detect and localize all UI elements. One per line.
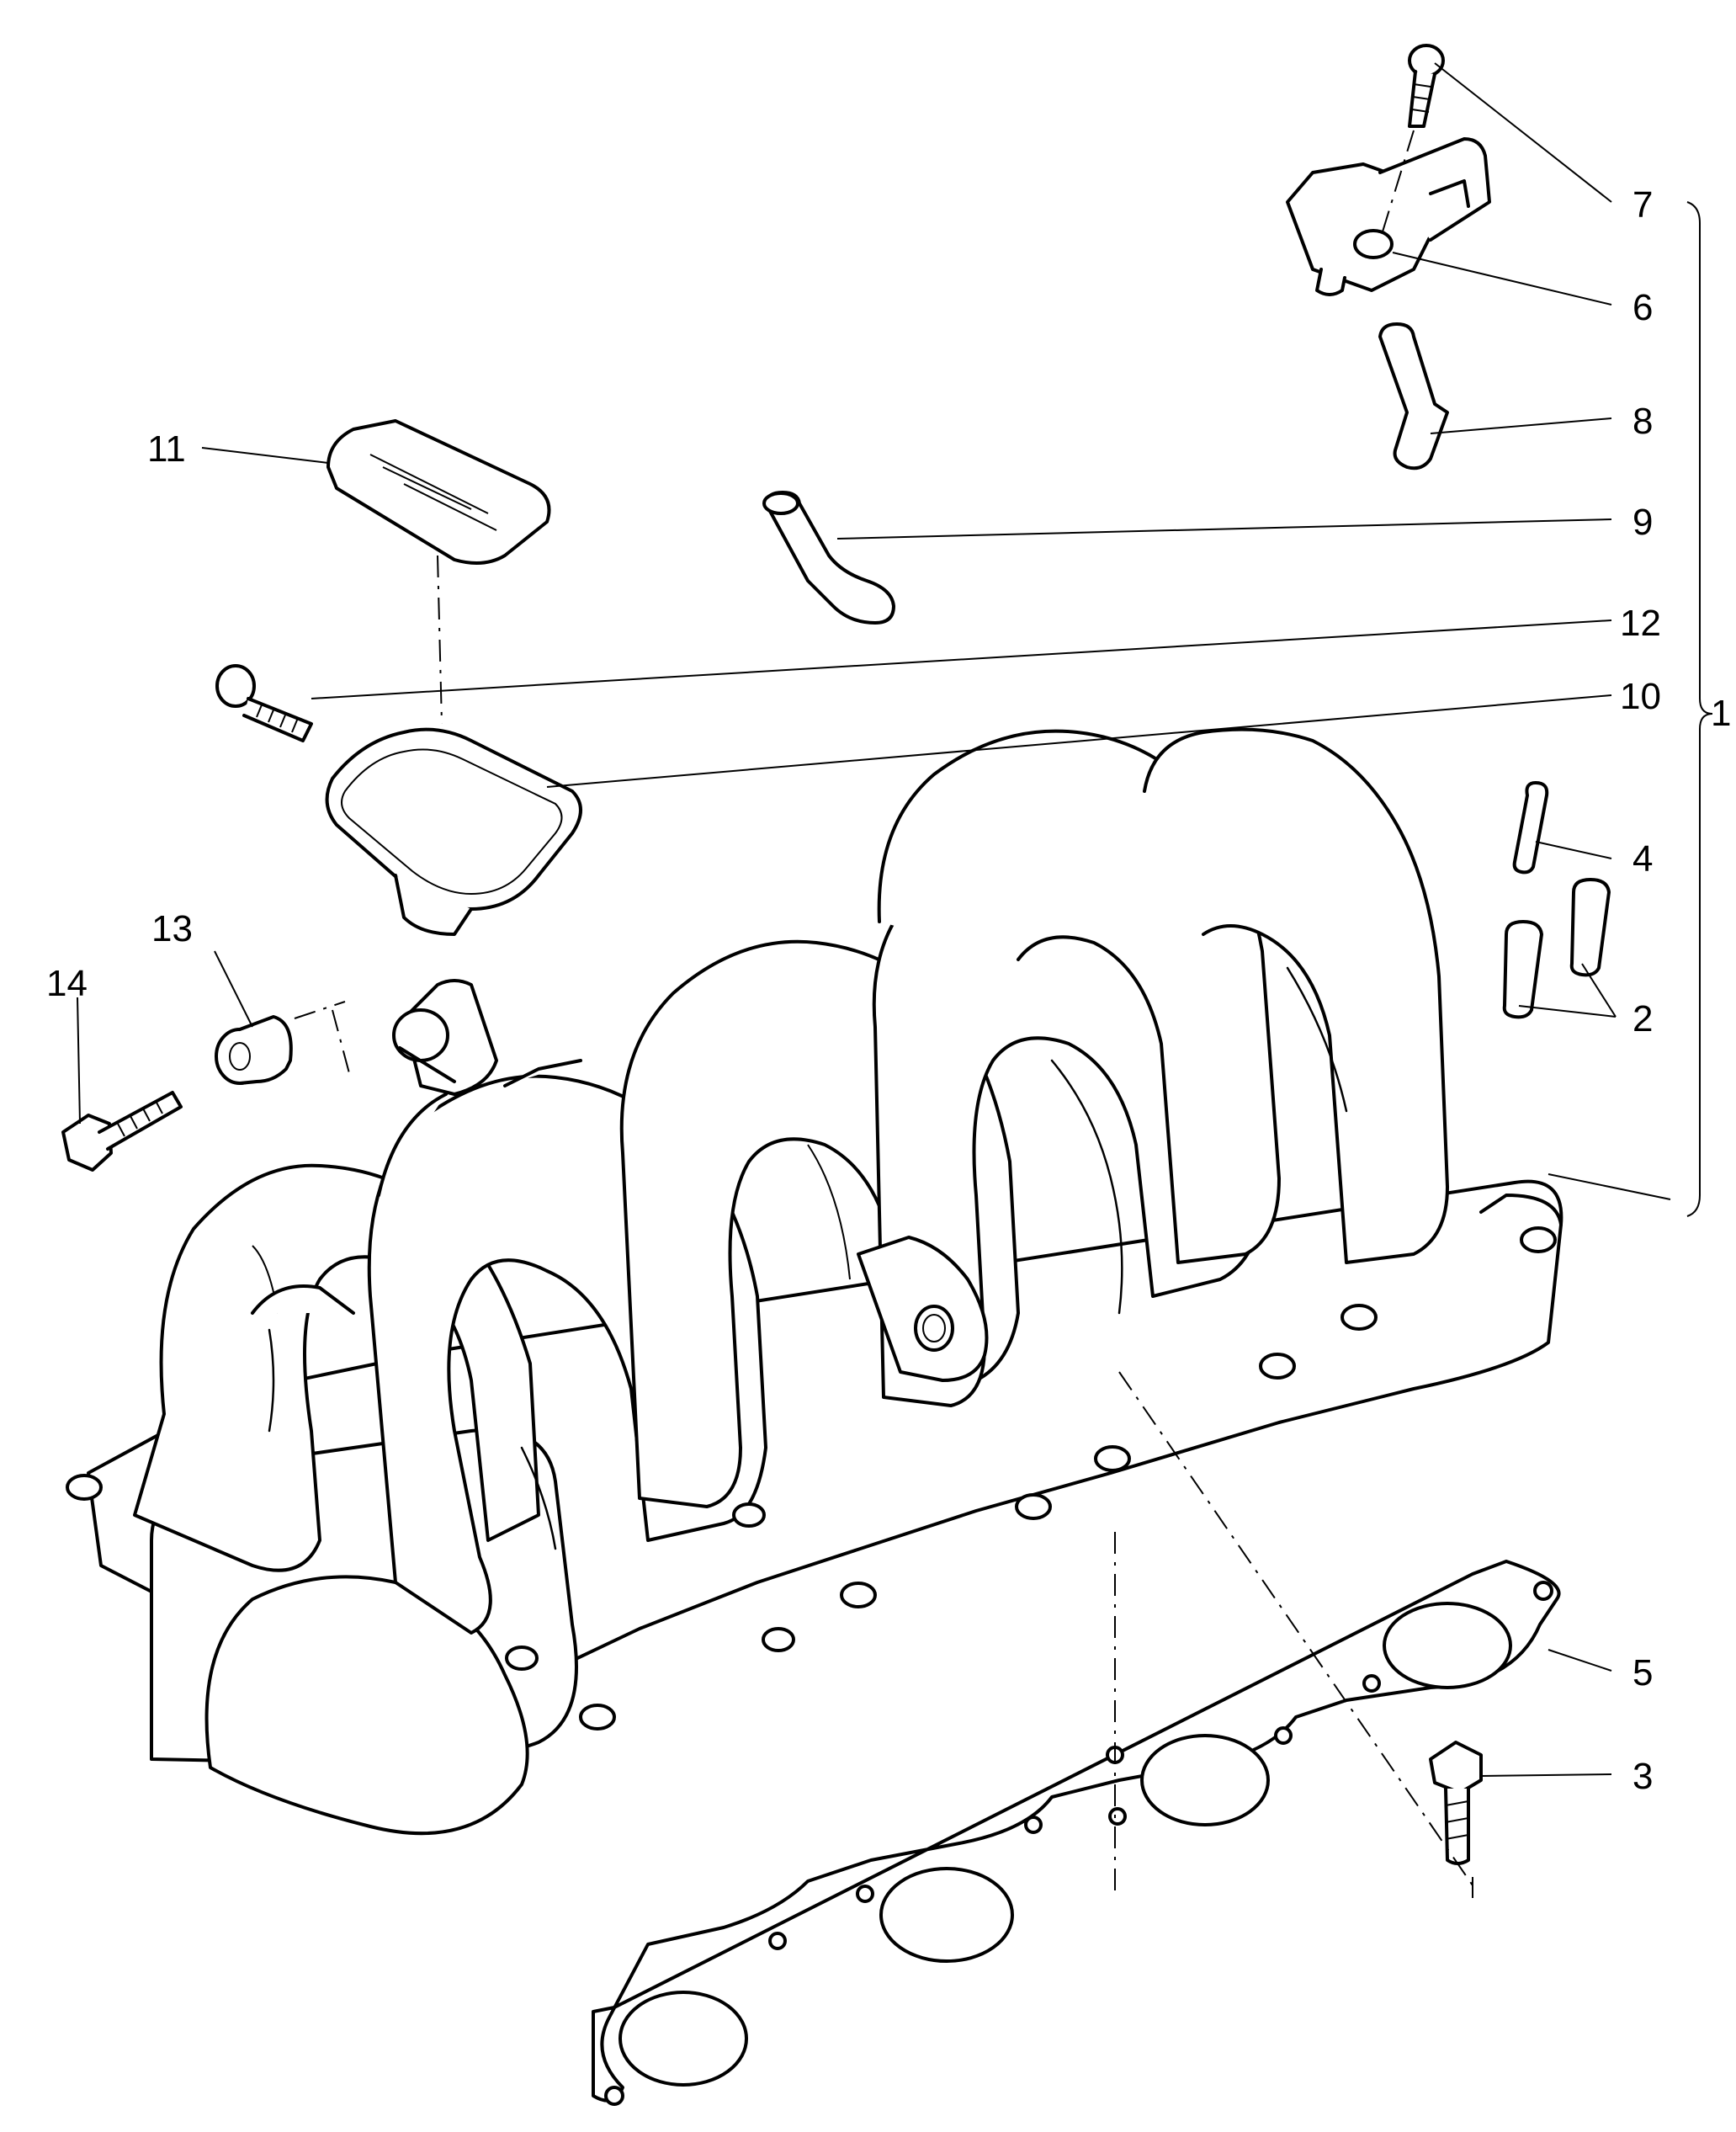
map-sensor-6 — [1286, 137, 1491, 296]
callout-13: 13 — [151, 908, 193, 949]
bolt-3 — [1429, 1741, 1483, 1865]
callout-7: 7 — [1632, 184, 1653, 226]
callout-3: 3 — [1632, 1756, 1653, 1797]
pin-4 — [1512, 781, 1549, 875]
callout-6: 6 — [1632, 287, 1653, 328]
screen-plate — [326, 419, 551, 565]
hose-8 — [1378, 322, 1449, 471]
hose-9 — [762, 491, 895, 625]
callout-4: 4 — [1632, 838, 1653, 880]
leader-lines — [77, 62, 1713, 1777]
screw-7 — [1408, 44, 1445, 128]
callout-11: 11 — [147, 428, 186, 470]
throttle-flange-gasket — [325, 727, 582, 936]
manifold-gasket — [592, 1560, 1561, 2106]
callout-8: 8 — [1632, 401, 1653, 442]
callout-9: 9 — [1632, 502, 1653, 543]
bolt-14 — [61, 1091, 183, 1172]
callout-14: 14 — [46, 963, 88, 1004]
callout-12: 12 — [1620, 603, 1661, 644]
callout-2: 2 — [1632, 998, 1653, 1039]
spacer-13 — [215, 1015, 293, 1085]
intake-manifold-body — [66, 727, 1563, 1836]
callout-10: 10 — [1620, 676, 1661, 717]
bolt-12 — [215, 664, 313, 742]
dowel-pins-2 — [1502, 878, 1611, 1019]
callout-1: 1 — [1711, 693, 1731, 734]
assembly-centerlines — [294, 130, 1473, 1898]
callout-labels: 1 2 3 4 5 6 7 8 9 10 11 12 13 14 — [46, 184, 1731, 1797]
callout-5: 5 — [1632, 1652, 1653, 1693]
